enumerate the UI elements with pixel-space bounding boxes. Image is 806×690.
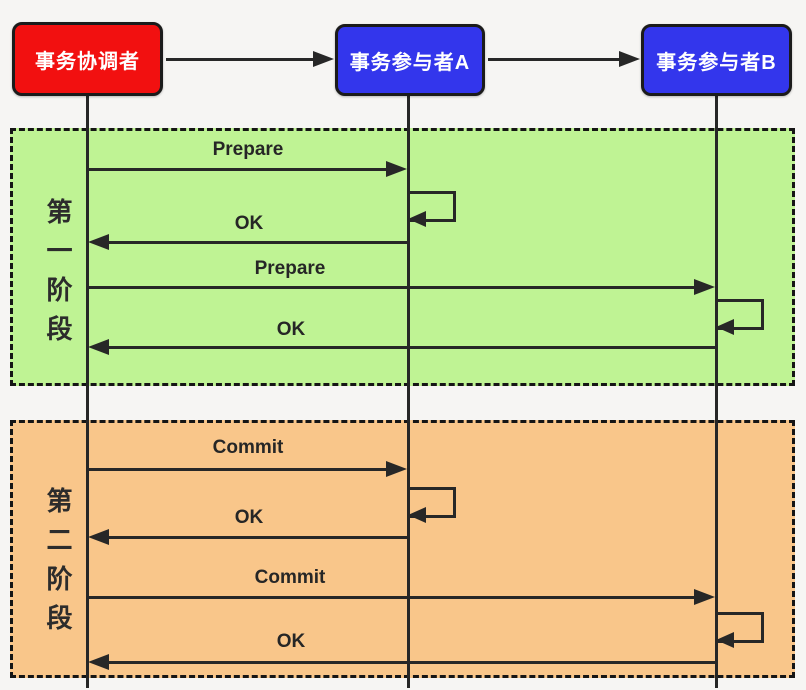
- message-label-prepare-a: Prepare: [212, 139, 284, 160]
- self-loop-arrow-participant-b: [716, 612, 764, 648]
- arrowhead-left-icon: [408, 507, 426, 523]
- lifeline-participant-a: [407, 96, 410, 688]
- connector-line-coordinator-to-a: [166, 58, 315, 61]
- message-line: [88, 168, 388, 171]
- arrowhead-left-icon: [716, 319, 734, 335]
- phase-two-label: 第二阶段: [43, 487, 73, 643]
- actor-participant-a: 事务参与者A: [335, 24, 485, 96]
- arrowhead-left-icon: [88, 529, 109, 545]
- self-loop-arrow-participant-a: [408, 487, 456, 523]
- message-line: [88, 286, 696, 289]
- arrowhead-left-icon: [716, 632, 734, 648]
- message-line: [109, 346, 718, 349]
- message-line: [109, 241, 410, 244]
- arrowhead-left-icon: [88, 234, 109, 250]
- message-line: [88, 596, 696, 599]
- self-loop-arrow-participant-b: [716, 299, 764, 335]
- message-label-commit-a: Commit: [212, 437, 284, 458]
- phase-one-label: 第一阶段: [43, 198, 73, 354]
- actor-participant-a-label: 事务参与者A: [349, 51, 471, 74]
- connector-line-a-to-b: [488, 58, 621, 61]
- arrowhead-right-icon: [694, 589, 715, 605]
- lifeline-participant-b: [715, 96, 718, 688]
- arrowhead-right-icon: [386, 161, 407, 177]
- lifeline-coordinator: [86, 96, 89, 688]
- actor-participant-b-label: 事务参与者B: [656, 51, 777, 74]
- arrowhead-left-icon: [88, 339, 109, 355]
- message-label-ok-b: OK: [276, 319, 306, 340]
- arrowhead-right-icon: [386, 461, 407, 477]
- actor-participant-b: 事务参与者B: [641, 24, 792, 96]
- message-line: [109, 661, 718, 664]
- arrowhead-right-icon: [619, 51, 640, 67]
- arrowhead-left-icon: [88, 654, 109, 670]
- arrowhead-right-icon: [694, 279, 715, 295]
- message-label-prepare-b: Prepare: [254, 258, 326, 279]
- message-line: [88, 468, 388, 471]
- message-label-ok-b: OK: [276, 631, 306, 652]
- message-line: [109, 536, 410, 539]
- message-label-ok-a: OK: [234, 213, 264, 234]
- arrowhead-left-icon: [408, 211, 426, 227]
- message-label-commit-b: Commit: [254, 567, 326, 588]
- arrowhead-right-icon: [313, 51, 334, 67]
- message-label-ok-a: OK: [234, 507, 264, 528]
- actor-coordinator-label: 事务协调者: [35, 50, 140, 73]
- actor-coordinator: 事务协调者: [12, 22, 163, 96]
- self-loop-arrow-participant-a: [408, 191, 456, 227]
